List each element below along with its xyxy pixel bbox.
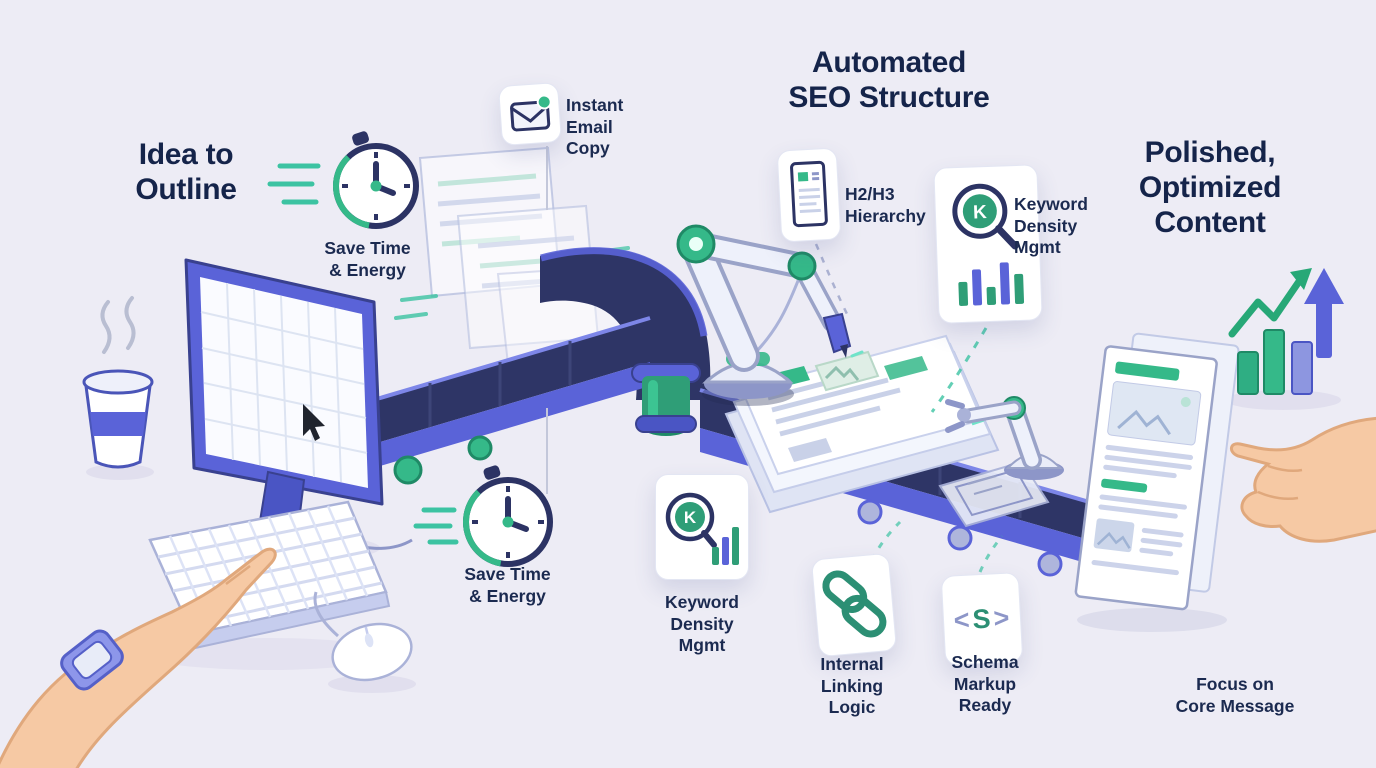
pipe-elbow (631, 363, 701, 436)
envelope-icon (510, 94, 552, 132)
growth-chart-icon (1228, 268, 1344, 395)
robot-arm-large (676, 224, 864, 406)
label-instant-email-copy: Instant Email Copy (566, 95, 624, 159)
label-save-time-bottom: Save Time & Energy (464, 564, 551, 606)
stage-heading-automated-seo: Automated SEO Structure (788, 46, 990, 114)
clock-icon-top (267, 131, 419, 229)
coffee-cup-icon (82, 296, 154, 469)
label-h2h3-hierarchy: H2/H3 Hierarchy (845, 184, 926, 226)
schema-close-bracket: > (992, 602, 1012, 633)
stage-heading-idea-to-outline: Idea to Outline (135, 138, 237, 206)
email-copy-card (497, 81, 563, 147)
label-keyword-density-bottom: Keyword Density Mgmt (665, 592, 739, 656)
stage-heading-polished-content: Polished, Optimized Content (1138, 136, 1282, 239)
label-save-time-top: Save Time & Energy (324, 238, 411, 280)
label-schema-markup: Schema Markup Ready (951, 652, 1019, 716)
label-focus-core-message: Focus on Core Message (1175, 674, 1295, 716)
monitor (184, 258, 413, 550)
keyword-magnifier-icon: K (665, 492, 739, 565)
conveyor-belt-left (359, 316, 651, 485)
k-glyph: K (684, 508, 697, 527)
right-hand (1230, 416, 1376, 543)
keyword-density-card-bottom: K (655, 474, 749, 580)
screen-grid (200, 282, 368, 483)
keyword-density-card-top: K (933, 164, 1043, 324)
document-icon (790, 160, 828, 228)
mouse (313, 591, 413, 682)
smartwatch-icon (60, 629, 124, 691)
h2h3-hierarchy-card (776, 147, 842, 243)
k-glyph: K (973, 202, 988, 223)
label-keyword-density-top: Keyword Density Mgmt (1014, 194, 1088, 258)
schema-letter: S (971, 603, 993, 634)
left-hand (0, 547, 277, 768)
clock-icon-bottom (413, 465, 553, 567)
internal-linking-card (810, 552, 898, 658)
keyword-magnifier-icon: K (952, 183, 1025, 306)
chain-link-icon (822, 570, 887, 638)
label-internal-linking: Internal Linking Logic (820, 654, 884, 718)
article-draft-stack (724, 334, 1000, 514)
robot-arm-small (945, 396, 1064, 480)
cursor-icon (303, 404, 325, 441)
schema-open-bracket: < (952, 604, 972, 635)
optimized-article-page (1074, 332, 1240, 611)
